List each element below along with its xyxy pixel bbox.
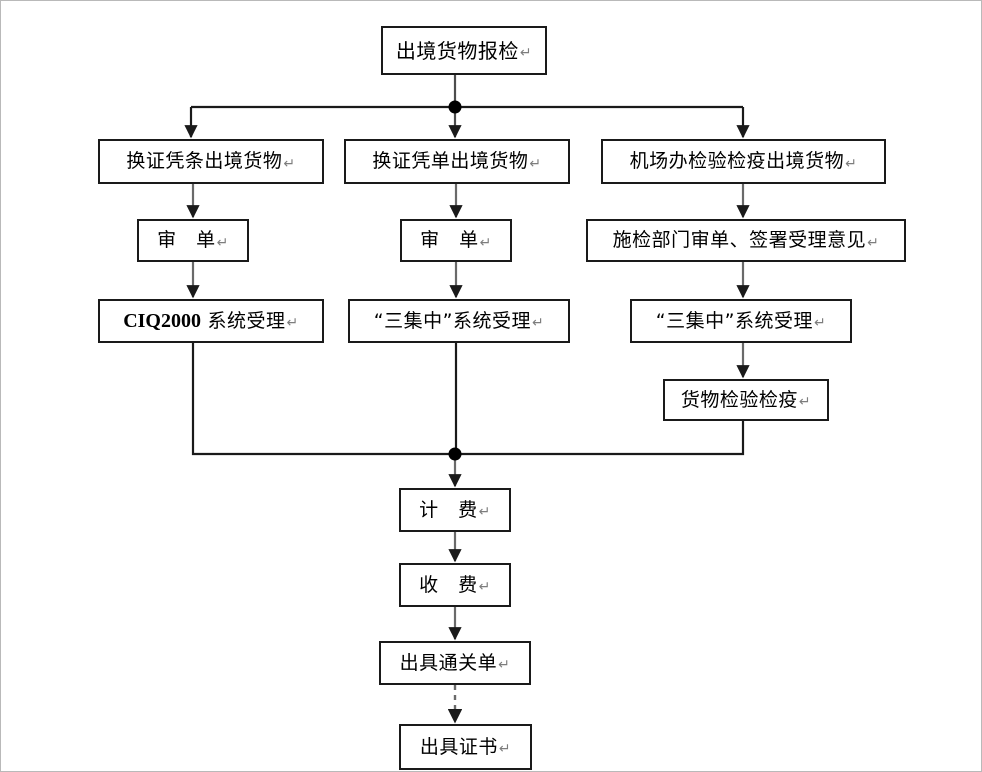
edge-n11-to-merge [456,421,745,456]
node-label: 出具证书 [419,735,498,758]
node-label: 审 单 [420,229,479,251]
node-review-form-middle[interactable]: 审 单↵ [400,219,512,262]
node-label: 计 费 [419,498,478,521]
return-mark-icon: ↵ [498,657,511,673]
node-fee-calculation[interactable]: 计 费↵ [399,488,511,532]
return-mark-icon: ↵ [798,394,812,410]
merge-junction-dot [448,447,462,461]
return-mark-icon: ↵ [813,315,827,331]
node-label: 收 费 [419,573,478,596]
node-exchange-slip-goods[interactable]: 换证凭条出境货物↵ [98,139,324,184]
node-issue-customs-clearance[interactable]: 出具通关单↵ [379,641,531,685]
node-label-lead: CIQ2000 [123,310,201,332]
node-fee-collection[interactable]: 收 费↵ [399,563,511,607]
node-review-form-left[interactable]: 审 单↵ [137,219,249,262]
node-label: 出境货物报检 [395,38,519,63]
node-label: 施检部门审单、签署受理意见 [612,229,867,251]
node-issue-certificate[interactable]: 出具证书↵ [399,724,532,770]
node-label: 出具通关单 [399,651,498,674]
return-mark-icon: ↵ [478,579,491,595]
branch-junction-dot [448,100,462,114]
node-ciq2000-acceptance[interactable]: CIQ2000 系统受理↵ [98,299,324,343]
node-exchange-form-goods[interactable]: 换证凭单出境货物↵ [344,139,570,184]
edge-n8-to-merge [191,343,455,456]
node-label: 换证凭条出境货物 [126,150,283,172]
return-mark-icon: ↵ [519,44,533,61]
return-mark-icon: ↵ [478,504,491,520]
node-label: 机场办检验检疫出境货物 [629,150,845,172]
return-mark-icon: ↵ [867,234,880,251]
return-mark-icon: ↵ [286,315,299,331]
node-label: 货物检验检疫 [680,388,798,411]
return-mark-icon: ↵ [529,155,542,172]
return-mark-icon: ↵ [283,155,296,172]
node-goods-inspection-quarantine[interactable]: 货物检验检疫↵ [663,379,829,421]
node-label: “三集中”系统受理 [373,309,531,332]
node-sanjizhong-acceptance-right[interactable]: “三集中”系统受理↵ [630,299,852,343]
node-label: 换证凭单出境货物 [372,150,529,172]
node-sanjizhong-acceptance-middle[interactable]: “三集中”系统受理↵ [348,299,570,343]
return-mark-icon: ↵ [216,234,229,251]
node-department-review-signoff[interactable]: 施检部门审单、签署受理意见↵ [586,219,906,262]
return-mark-icon: ↵ [531,315,545,331]
return-mark-icon: ↵ [479,234,492,251]
node-label: “三集中”系统受理 [655,309,813,332]
node-label-rest: 系统受理 [201,309,286,332]
node-declaration-entry[interactable]: 出境货物报检↵ [381,26,547,75]
return-mark-icon: ↵ [498,741,512,757]
return-mark-icon: ↵ [845,155,858,172]
node-airport-inspection-goods[interactable]: 机场办检验检疫出境货物↵ [601,139,886,184]
node-label: 审 单 [157,229,216,251]
